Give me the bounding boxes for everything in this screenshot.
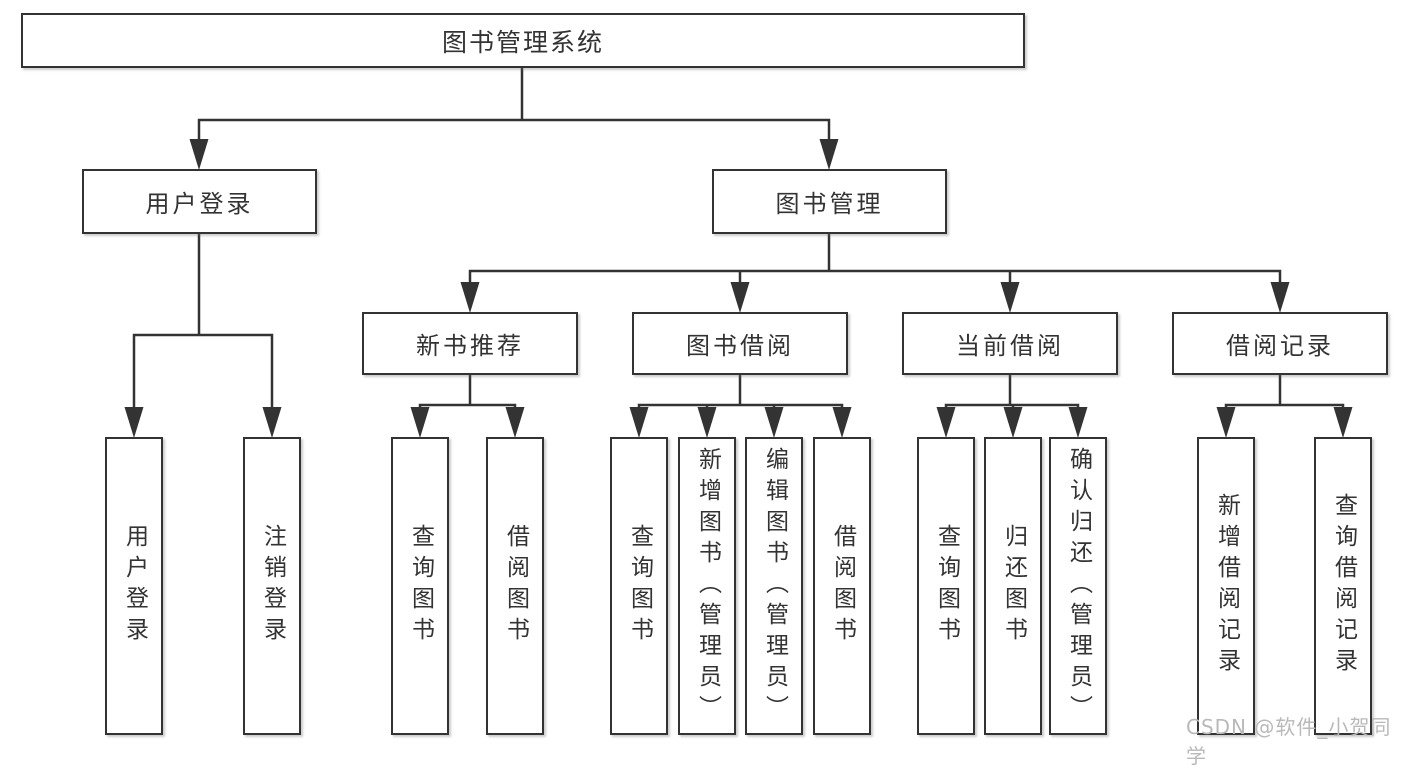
leaf-user-login: 用户登录 bbox=[105, 437, 163, 735]
leaf-confirm-return-admin: 确认归还（管理员） bbox=[1049, 437, 1107, 735]
node-book-management: 图书管理 bbox=[712, 169, 947, 234]
leaf-query-books-recommend: 查询图书 bbox=[391, 437, 449, 735]
leaf-borrow-books: 借阅图书 bbox=[813, 437, 871, 735]
node-borrowing-records: 借阅记录 bbox=[1172, 312, 1388, 375]
leaf-query-borrow-record: 查询借阅记录 bbox=[1314, 437, 1372, 735]
leaf-logout: 注销登录 bbox=[243, 437, 301, 735]
node-library-management-system: 图书管理系统 bbox=[21, 13, 1025, 68]
node-user-login: 用户登录 bbox=[82, 169, 317, 234]
leaf-borrow-books-recommend: 借阅图书 bbox=[486, 437, 544, 735]
csdn-watermark: CSDN @软件_小贺同学 bbox=[1186, 715, 1392, 768]
leaf-query-books-current: 查询图书 bbox=[917, 437, 975, 735]
leaf-return-books: 归还图书 bbox=[984, 437, 1042, 735]
node-book-borrowing: 图书借阅 bbox=[632, 312, 848, 375]
leaf-edit-books-admin: 编辑图书（管理员） bbox=[745, 437, 803, 735]
leaf-add-books-admin: 新增图书（管理员） bbox=[678, 437, 736, 735]
node-new-book-recommendation: 新书推荐 bbox=[362, 312, 578, 375]
leaf-query-books-borrowing: 查询图书 bbox=[610, 437, 668, 735]
node-current-borrowing: 当前借阅 bbox=[902, 312, 1118, 375]
leaf-add-borrow-record: 新增借阅记录 bbox=[1197, 437, 1255, 735]
